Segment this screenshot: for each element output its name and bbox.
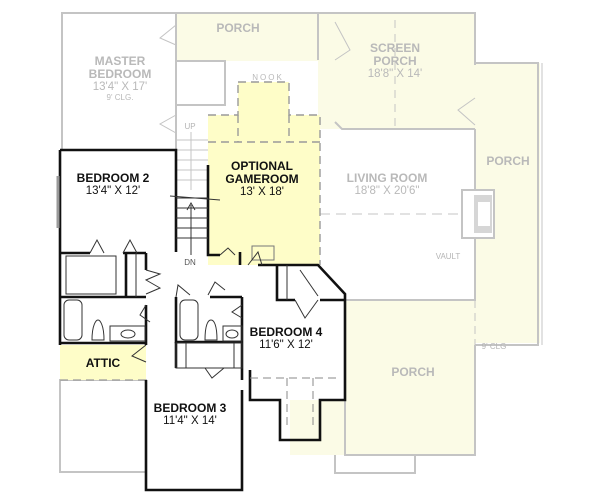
room-bedroom-3: BEDROOM 3 11'4" X 14' bbox=[153, 401, 227, 428]
room-porch-right: PORCH bbox=[486, 154, 530, 168]
room-name: SCREEN bbox=[369, 41, 421, 55]
room-dimensions: 18'8" X 20'6" bbox=[354, 185, 420, 198]
room-name: ATTIC bbox=[85, 356, 121, 370]
room-name: GAMEROOM bbox=[225, 172, 299, 187]
room-dimensions: 18'8" X 14' bbox=[367, 68, 423, 81]
highlight-areas bbox=[60, 81, 321, 381]
room-name: BEDROOM 3 bbox=[153, 401, 227, 415]
room-name: NOOK bbox=[252, 73, 284, 82]
room-porch-top: PORCH bbox=[216, 21, 260, 35]
fixtures bbox=[63, 195, 340, 425]
porch-ceiling-label: 9' CLG bbox=[481, 342, 507, 351]
stair-up-label: UP bbox=[184, 122, 196, 131]
room-name: LIVING ROOM bbox=[346, 171, 428, 185]
room-dimensions: 13'4" X 12' bbox=[85, 185, 141, 198]
room-bedroom-2: BEDROOM 2 13'4" X 12' bbox=[76, 171, 150, 198]
room-living-room: LIVING ROOM 18'8" X 20'6" bbox=[346, 171, 428, 198]
room-nook: NOOK bbox=[252, 73, 284, 83]
room-master-bedroom: MASTER BEDROOM 13'4" X 17' 9' CLG. bbox=[88, 54, 152, 103]
ceiling-note: 9' CLG. bbox=[106, 93, 134, 103]
room-dimensions: 13'4" X 17' bbox=[92, 81, 148, 94]
vault-label: VAULT bbox=[435, 252, 461, 261]
room-dimensions: 11'4" X 14' bbox=[163, 415, 217, 428]
room-name: PORCH bbox=[216, 21, 260, 35]
room-bedroom-4: BEDROOM 4 11'6" X 12' bbox=[249, 325, 323, 352]
room-screen-porch: SCREEN PORCH 18'8" X 14' bbox=[367, 41, 423, 81]
room-name: BEDROOM 4 bbox=[249, 325, 323, 339]
room-name: PORCH bbox=[486, 154, 530, 168]
room-name: PORCH bbox=[373, 54, 417, 69]
room-dimensions: 13' X 18' bbox=[239, 186, 285, 199]
room-name: PORCH bbox=[391, 365, 435, 379]
room-attic: ATTIC bbox=[85, 356, 121, 370]
stair-down-label: DN bbox=[184, 258, 196, 267]
room-name: MASTER bbox=[94, 54, 146, 68]
room-name: BEDROOM 2 bbox=[76, 171, 150, 185]
room-dimensions: 11'6" X 12' bbox=[259, 339, 313, 352]
room-optional-gameroom: OPTIONAL GAMEROOM 13' X 18' bbox=[225, 159, 299, 199]
room-name: OPTIONAL bbox=[231, 159, 293, 173]
room-name: BEDROOM bbox=[88, 67, 152, 82]
room-porch-bottom: PORCH bbox=[391, 365, 435, 379]
